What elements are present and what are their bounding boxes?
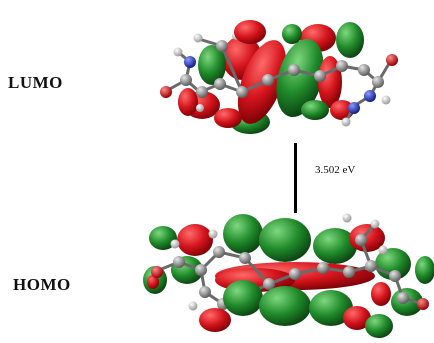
hydrogen-atom: [196, 104, 204, 112]
nitrogen-atom: [184, 56, 196, 68]
orbital-lobe: [223, 214, 263, 254]
carbon-atom: [262, 74, 274, 86]
oxygen-atom: [160, 86, 172, 98]
orbital-lobe: [415, 256, 434, 284]
oxygen-atom: [386, 54, 398, 66]
orbital-lobe: [313, 228, 357, 264]
carbon-atom: [213, 246, 225, 258]
hydrogen-atom: [193, 33, 203, 43]
carbon-atom: [195, 264, 207, 276]
carbon-atom: [317, 262, 329, 274]
carbon-atom: [372, 76, 384, 88]
carbon-atom: [336, 60, 348, 72]
carbon-atom: [180, 74, 192, 86]
orbital-lobe: [178, 88, 198, 116]
carbon-atom: [173, 256, 185, 268]
carbon-atom: [216, 40, 228, 52]
hydrogen-atom: [341, 117, 351, 127]
hydrogen-atom: [208, 229, 218, 239]
orbital-lobe: [177, 224, 213, 256]
orbital-lobe: [198, 45, 226, 85]
orbital-lobe: [259, 286, 311, 326]
carbon-atom: [214, 78, 226, 90]
orbital-lobe: [223, 280, 263, 316]
carbon-atom: [263, 278, 275, 290]
oxygen-atom: [417, 298, 429, 310]
orbital-lobe: [301, 100, 329, 120]
carbon-atom: [199, 286, 211, 298]
nitrogen-atom: [364, 90, 376, 102]
hydrogen-atom: [381, 95, 391, 105]
orbital-lobe: [259, 218, 311, 262]
carbon-atom: [314, 70, 326, 82]
hydrogen-atom: [370, 219, 380, 229]
homo-label: HOMO: [13, 275, 71, 294]
energy-gap-line: [294, 143, 297, 213]
carbon-atom: [343, 266, 355, 278]
carbon-atom: [196, 86, 208, 98]
homo-orbital-diagram: [143, 213, 434, 338]
carbon-atom: [236, 86, 248, 98]
oxygen-atom: [151, 266, 163, 278]
hydrogen-atom: [173, 47, 183, 57]
orbital-lobe: [343, 306, 371, 330]
orbital-lobe: [234, 20, 266, 44]
orbital-lobe: [282, 24, 302, 44]
carbon-atom: [397, 292, 409, 304]
orbital-lobe: [336, 22, 364, 58]
orbital-lobe: [371, 282, 391, 306]
orbital-lobe: [149, 226, 177, 250]
carbon-atom: [239, 252, 251, 264]
orbital-lobe: [147, 275, 159, 289]
orbital-lobe: [199, 308, 231, 332]
orbital-lobe: [276, 38, 324, 118]
orbital-lobe: [214, 108, 242, 128]
carbon-atom: [355, 234, 367, 246]
hydrogen-atom: [188, 301, 198, 311]
lumo-orbital-diagram: [160, 20, 398, 134]
hydrogen-atom: [378, 245, 388, 255]
carbon-atom: [289, 268, 301, 280]
carbon-atom: [288, 64, 300, 76]
carbon-atom: [365, 260, 377, 272]
carbon-atom: [358, 64, 370, 76]
hydrogen-atom: [342, 213, 352, 223]
energy-gap-value: 3.502 eV: [315, 164, 356, 176]
hydrogen-atom: [170, 239, 180, 249]
lumo-label: LUMO: [8, 73, 63, 92]
carbon-atom: [389, 270, 401, 282]
orbital-lobe: [365, 314, 393, 338]
orbital-lobe: [309, 290, 353, 326]
nitrogen-atom: [348, 102, 360, 114]
